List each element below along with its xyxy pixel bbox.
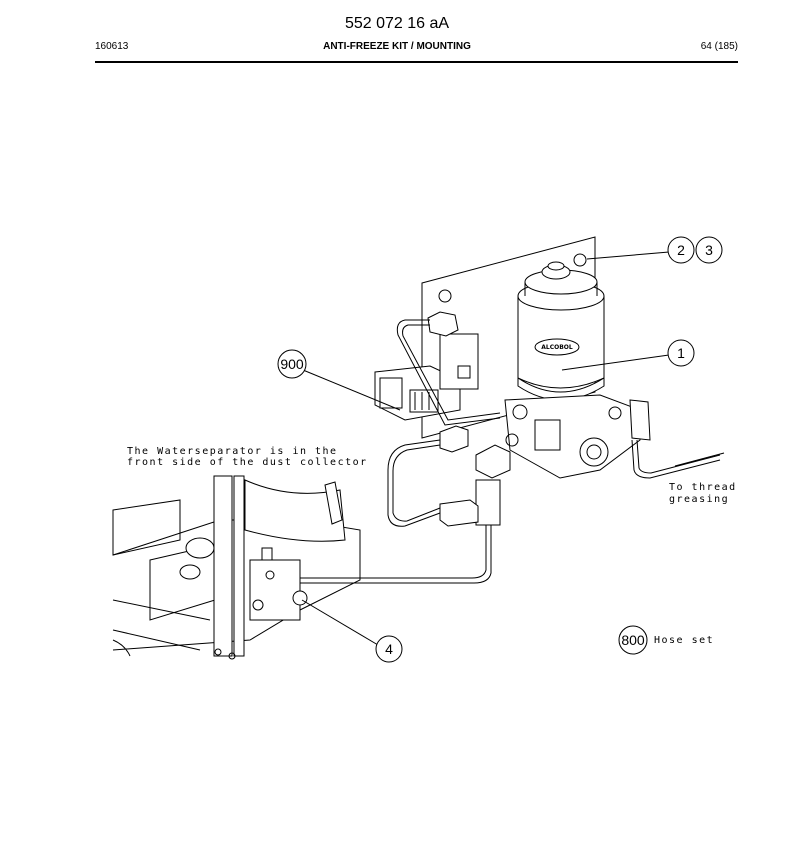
date-code: 160613 [95, 41, 129, 52]
callout-4 [375, 635, 403, 663]
leader-lines [301, 251, 670, 646]
water-separator-note-line1: The Waterseparator is in the [127, 446, 338, 457]
alcohol-label: ALCOBOL [541, 344, 573, 351]
fittings [427, 311, 519, 527]
document-number: 552 072 16 aA [344, 15, 450, 32]
hoses [300, 319, 725, 584]
page-title: ANTI-FREEZE KIT / MOUNTING [323, 41, 471, 52]
callout-800 [618, 625, 648, 655]
water-separator-note-line2: front side of the dust collector [127, 457, 368, 468]
header-rule [95, 61, 738, 63]
callout-800-number: 800 [621, 632, 645, 648]
thread-greasing-note-line1: To thread [669, 482, 737, 493]
callout-900 [277, 349, 307, 379]
callout-1 [667, 339, 695, 367]
callout-4-number: 4 [385, 641, 393, 657]
callout-900-number: 900 [280, 356, 304, 372]
callout-2 [667, 236, 695, 264]
callout-1-number: 1 [677, 345, 685, 361]
notes: The Waterseparator is in the front side … [127, 446, 737, 646]
callouts: 2 3 1 900 4 800 [277, 236, 723, 663]
thread-greasing-note-line2: greasing [669, 494, 729, 505]
callout-3-number: 3 [705, 242, 713, 258]
callout-2-number: 2 [677, 242, 685, 258]
hose-set-label: Hose set [654, 635, 714, 646]
callout-3 [695, 236, 723, 264]
dust-collector [112, 475, 361, 660]
solenoid-valve [374, 333, 479, 421]
valve-body [504, 394, 651, 479]
page-number: 64 (185) [700, 41, 738, 52]
alcohol-container: ALCOBOL [517, 261, 605, 401]
